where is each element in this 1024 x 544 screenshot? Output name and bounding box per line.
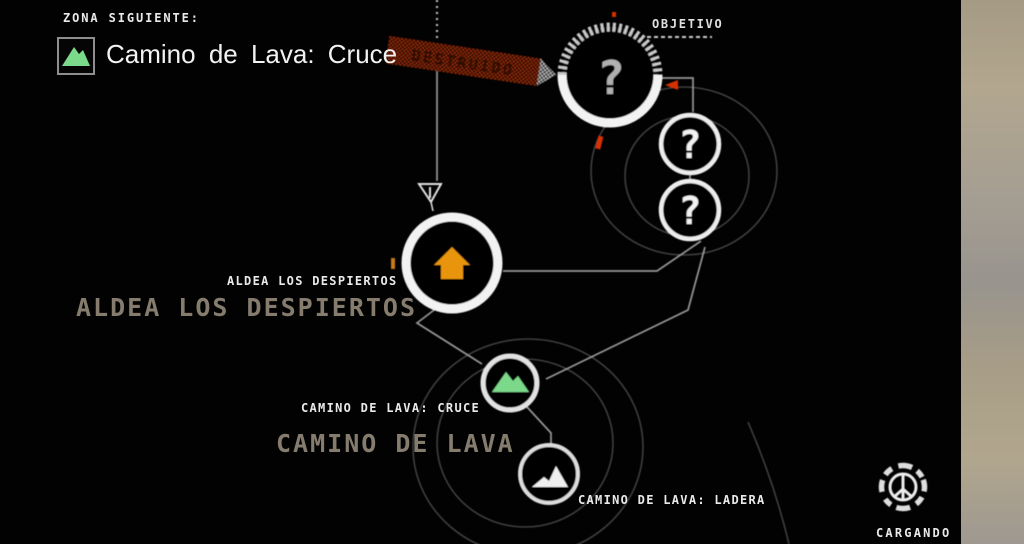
next-zone-name: Camino de Lava: Cruce (106, 39, 398, 69)
path-line (662, 77, 694, 112)
mountain-icon (62, 47, 90, 66)
path-line (415, 306, 483, 365)
path-line (545, 246, 706, 380)
aldea-zone-title: ALDEA LOS DESPIERTOS (76, 293, 418, 322)
camino-zone-title: CAMINO DE LAVA (276, 429, 515, 458)
question-icon: ? (679, 123, 702, 167)
next-zone-label: ZONA SIGUIENTE: (63, 11, 200, 25)
mountain-icon (532, 466, 568, 487)
unknown-node-2[interactable]: ? (658, 178, 722, 242)
objective-node[interactable]: ? (557, 22, 663, 128)
ladera-node-label: CAMINO DE LAVA: LADERA (578, 493, 766, 507)
orange-tick-icon (391, 258, 395, 269)
aldea-node-label: ALDEA LOS DESPIERTOS (227, 274, 398, 288)
zone-ring (747, 421, 790, 544)
unknown-node-1[interactable]: ? (658, 112, 722, 176)
loading-spinner (878, 462, 928, 512)
zone-ring (412, 338, 644, 544)
aldea-node[interactable] (401, 212, 503, 314)
banner-arrowhead-icon (536, 58, 557, 87)
path-line (503, 240, 702, 272)
objective-label: OBJETIVO (652, 17, 724, 31)
ladera-node[interactable] (518, 443, 580, 505)
zone-ring-group (412, 86, 790, 544)
mountain-icon (492, 372, 529, 392)
destroyed-banner-bg (385, 35, 542, 87)
next-zone-icon-box (57, 37, 95, 75)
zone-ring (590, 86, 778, 256)
red-tick-icon (595, 135, 604, 150)
spinner-ring (878, 462, 928, 512)
destroyed-banner: DESTRUIDO (385, 35, 557, 87)
red-arrow-icon (665, 80, 678, 90)
right-photo-strip (961, 0, 1024, 544)
question-icon: ? (597, 51, 625, 105)
loading-label: CARGANDO (876, 526, 952, 540)
red-dot-icon (612, 12, 616, 17)
down-arrow-icon (417, 183, 443, 212)
question-icon: ? (679, 189, 702, 233)
peace-icon (888, 472, 918, 502)
alert-marks (595, 12, 678, 150)
house-icon (434, 247, 470, 279)
cruce-node[interactable] (480, 353, 540, 413)
path-line (526, 406, 552, 445)
route-lines (415, 0, 706, 445)
cruce-node-label: CAMINO DE LAVA: CRUCE (301, 401, 481, 415)
